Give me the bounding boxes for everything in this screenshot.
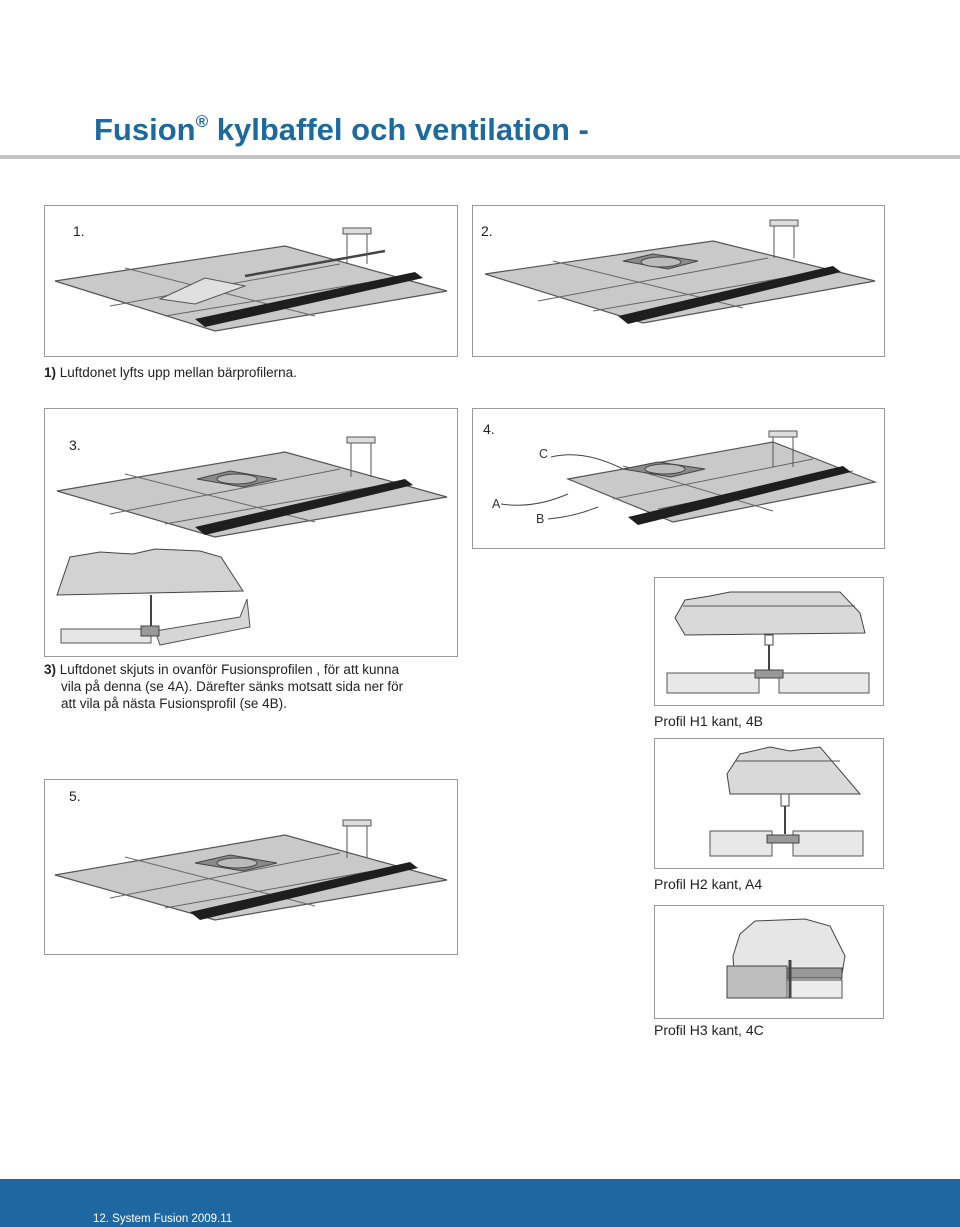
illustration-panel-2: 2. <box>472 205 885 357</box>
panel-number: 4. <box>483 421 495 437</box>
callout-b: B <box>536 512 545 526</box>
ceiling-illustration-5 <box>54 819 448 921</box>
caption-step-1: 1) Luftdonet lyfts upp mellan bärprofile… <box>44 364 297 381</box>
panel-number: 1. <box>73 223 85 239</box>
illustration-panel-1: 1. <box>44 205 458 357</box>
profile-h1-label: Profil H1 kant, 4B <box>654 713 763 729</box>
profile-h3-drawing <box>726 918 846 999</box>
caption-step-3: 3) Luftdonet skjuts in ovanför Fusionspr… <box>44 661 403 712</box>
step-number: 3) <box>44 662 57 677</box>
profile-panel-h1 <box>654 577 884 706</box>
illustration-panel-3: 3. <box>44 408 458 657</box>
step-text: Luftdonet lyfts upp mellan bärprofilerna… <box>59 365 297 380</box>
illustration-panel-5: 5. <box>44 779 458 955</box>
profile-h2-drawing <box>709 746 864 857</box>
step-text-line-2: vila på denna (se 4A). Därefter sänks mo… <box>61 679 404 694</box>
title-subtitle: kylbaffel och ventilation - <box>216 112 589 147</box>
ceiling-illustration-2 <box>484 219 876 324</box>
step-number: 1) <box>44 365 57 380</box>
illustration-panel-4: 4. A B C <box>472 408 885 549</box>
profile-h2-label: Profil H2 kant, A4 <box>654 876 763 892</box>
profile-h3-label: Profil H3 kant, 4C <box>654 1022 764 1038</box>
callout-c: C <box>539 447 549 461</box>
title-brand: Fusion <box>94 112 196 147</box>
ceiling-illustration-4 <box>500 430 878 525</box>
ceiling-illustration-3 <box>56 436 448 646</box>
panel-number: 3. <box>69 437 81 453</box>
profile-panel-h2 <box>654 738 884 869</box>
panel-number: 5. <box>69 788 81 804</box>
footer-text: 12. System Fusion 2009.11 <box>93 1213 233 1225</box>
header-rule <box>0 155 960 159</box>
step-text-line-3: att vila på nästa Fusionsprofil (se 4B). <box>61 696 287 711</box>
profile-h1-drawing <box>666 591 870 694</box>
callout-a: A <box>492 497 501 511</box>
ceiling-illustration-1 <box>54 227 448 332</box>
panel-number: 2. <box>481 223 493 239</box>
page-title: Fusion® kylbaffel och ventilation - <box>94 112 589 148</box>
registered-mark: ® <box>195 111 209 131</box>
profile-panel-h3 <box>654 905 884 1019</box>
step-text-line-1: Luftdonet skjuts in ovanför Fusionsprofi… <box>59 662 399 677</box>
footer-band <box>0 1179 960 1227</box>
